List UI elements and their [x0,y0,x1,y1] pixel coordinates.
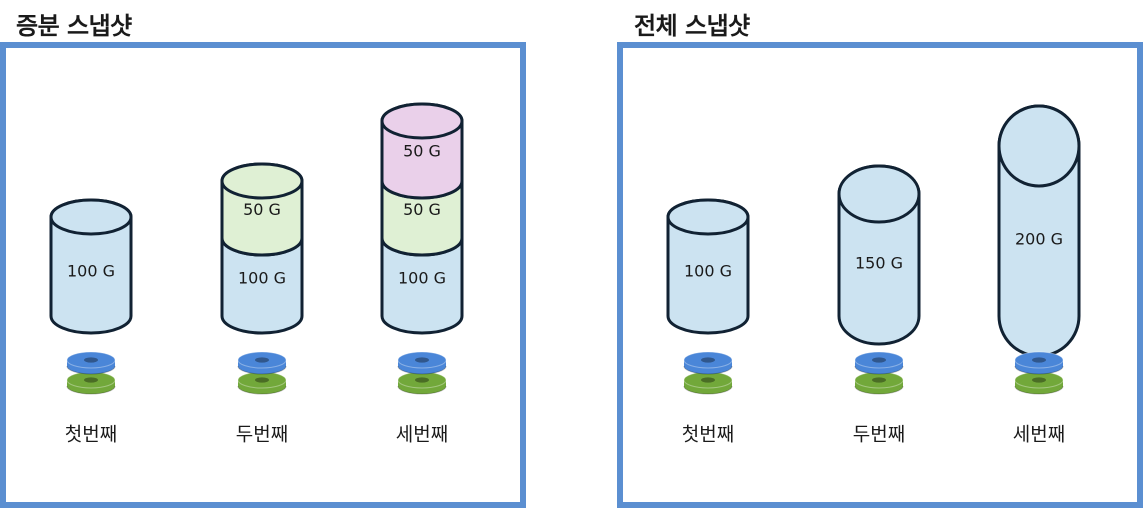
snapshot-label-1-2: 세번째 [1013,424,1065,446]
cylinder-1-0 [666,198,750,335]
disk-top-icon-1-2-face [1014,351,1064,369]
disk-bottom-icon-0-0-hole [84,377,98,383]
disk-bottom-icon-1-1-hole [872,377,886,383]
disk-bottom-icon-0-1-edge [237,385,287,395]
disk-bottom-icon-1-1 [854,371,904,395]
snapshot-label-0-0: 첫번째 [65,424,117,446]
capacity-label-1-1: 150 G [855,254,903,273]
disk-bottom-icon-0-1-hole [255,377,269,383]
disk-top-icon-1-1 [854,351,904,375]
disk-bottom-icon-1-2-hole [1032,377,1046,383]
panel-title-incremental: 증분 스냅샷 [16,12,132,40]
cylinder-1-0-top [666,198,750,236]
disk-top-icon-0-2-face [397,351,447,369]
disk-top-icon-0-0-face [66,351,116,369]
panel-title-full: 전체 스냅샷 [634,12,750,40]
cylinder-0-1-seg-1-top [220,162,304,200]
snapshot-label-1-1: 두번째 [853,424,905,446]
disk-top-icon-0-0 [66,351,116,375]
capacity-label-1-2: 200 G [1015,230,1063,249]
disk-top-icon-0-2-edge [397,365,447,375]
disk-top-icon-1-2-edge [1014,365,1064,375]
disk-bottom-icon-0-2-edge [397,385,447,395]
cylinder-0-2-seg-2 [380,102,464,200]
disk-bottom-icon-1-2-edge [1014,385,1064,395]
disk-top-icon-0-1-face [237,351,287,369]
cylinder-0-1-seg-1 [220,162,304,257]
disk-bottom-icon-1-0-edge [683,385,733,395]
full-panel-frame [617,42,1143,508]
disk-top-icon-0-1-hole [255,357,269,363]
disk-bottom-icon-0-0 [66,371,116,395]
disk-top-icon-1-1-hole [872,357,886,363]
disk-top-icon-1-0 [683,351,733,375]
disk-bottom-icon-1-2 [1014,371,1064,395]
disk-top-icon-1-2 [1014,351,1064,375]
disk-top-icon-1-2-hole [1032,357,1046,363]
disk-top-icon-0-1 [237,351,287,375]
snapshot-label-0-2: 세번째 [396,424,448,446]
cylinder-0-0-seg-0 [49,198,133,335]
disk-top-icon-0-2 [397,351,447,375]
capacity-label-0-1-0: 100 G [238,269,286,288]
disk-top-icon-1-0-edge [683,365,733,375]
disk-bottom-icon-1-0-hole [701,377,715,383]
disk-top-icon-1-1-face [854,351,904,369]
incremental-panel-frame [0,42,526,508]
disk-bottom-icon-0-1 [237,371,287,395]
disk-top-icon-0-0-edge [66,365,116,375]
capacity-label-0-2-2: 50 G [403,142,441,161]
capacity-label-0-2-0: 100 G [398,269,446,288]
capacity-label-0-0-0: 100 G [67,262,115,281]
snapshot-label-1-0: 첫번째 [682,424,734,446]
disk-top-icon-0-1-edge [237,365,287,375]
disk-bottom-icon-0-0-edge [66,385,116,395]
cylinder-0-0-seg-0-top [49,198,133,236]
disk-bottom-icon-0-2-hole [415,377,429,383]
disk-top-icon-1-0-face [683,351,733,369]
cylinder-0-2-seg-2-top [380,102,464,140]
capacity-label-0-2-1: 50 G [403,200,441,219]
cylinder-1-1 [837,164,921,346]
disk-top-icon-0-2-hole [415,357,429,363]
capacity-label-1-0: 100 G [684,262,732,281]
cylinder-1-2 [997,104,1081,358]
disk-top-icon-1-0-hole [701,357,715,363]
cylinder-1-2-top [997,104,1081,188]
cylinder-1-1-top [837,164,921,224]
disk-top-icon-0-0-hole [84,357,98,363]
disk-bottom-icon-0-2 [397,371,447,395]
disk-bottom-icon-1-1-edge [854,385,904,395]
disk-bottom-icon-1-0 [683,371,733,395]
capacity-label-0-1-1: 50 G [243,200,281,219]
snapshot-label-0-1: 두번째 [236,424,288,446]
disk-top-icon-1-1-edge [854,365,904,375]
